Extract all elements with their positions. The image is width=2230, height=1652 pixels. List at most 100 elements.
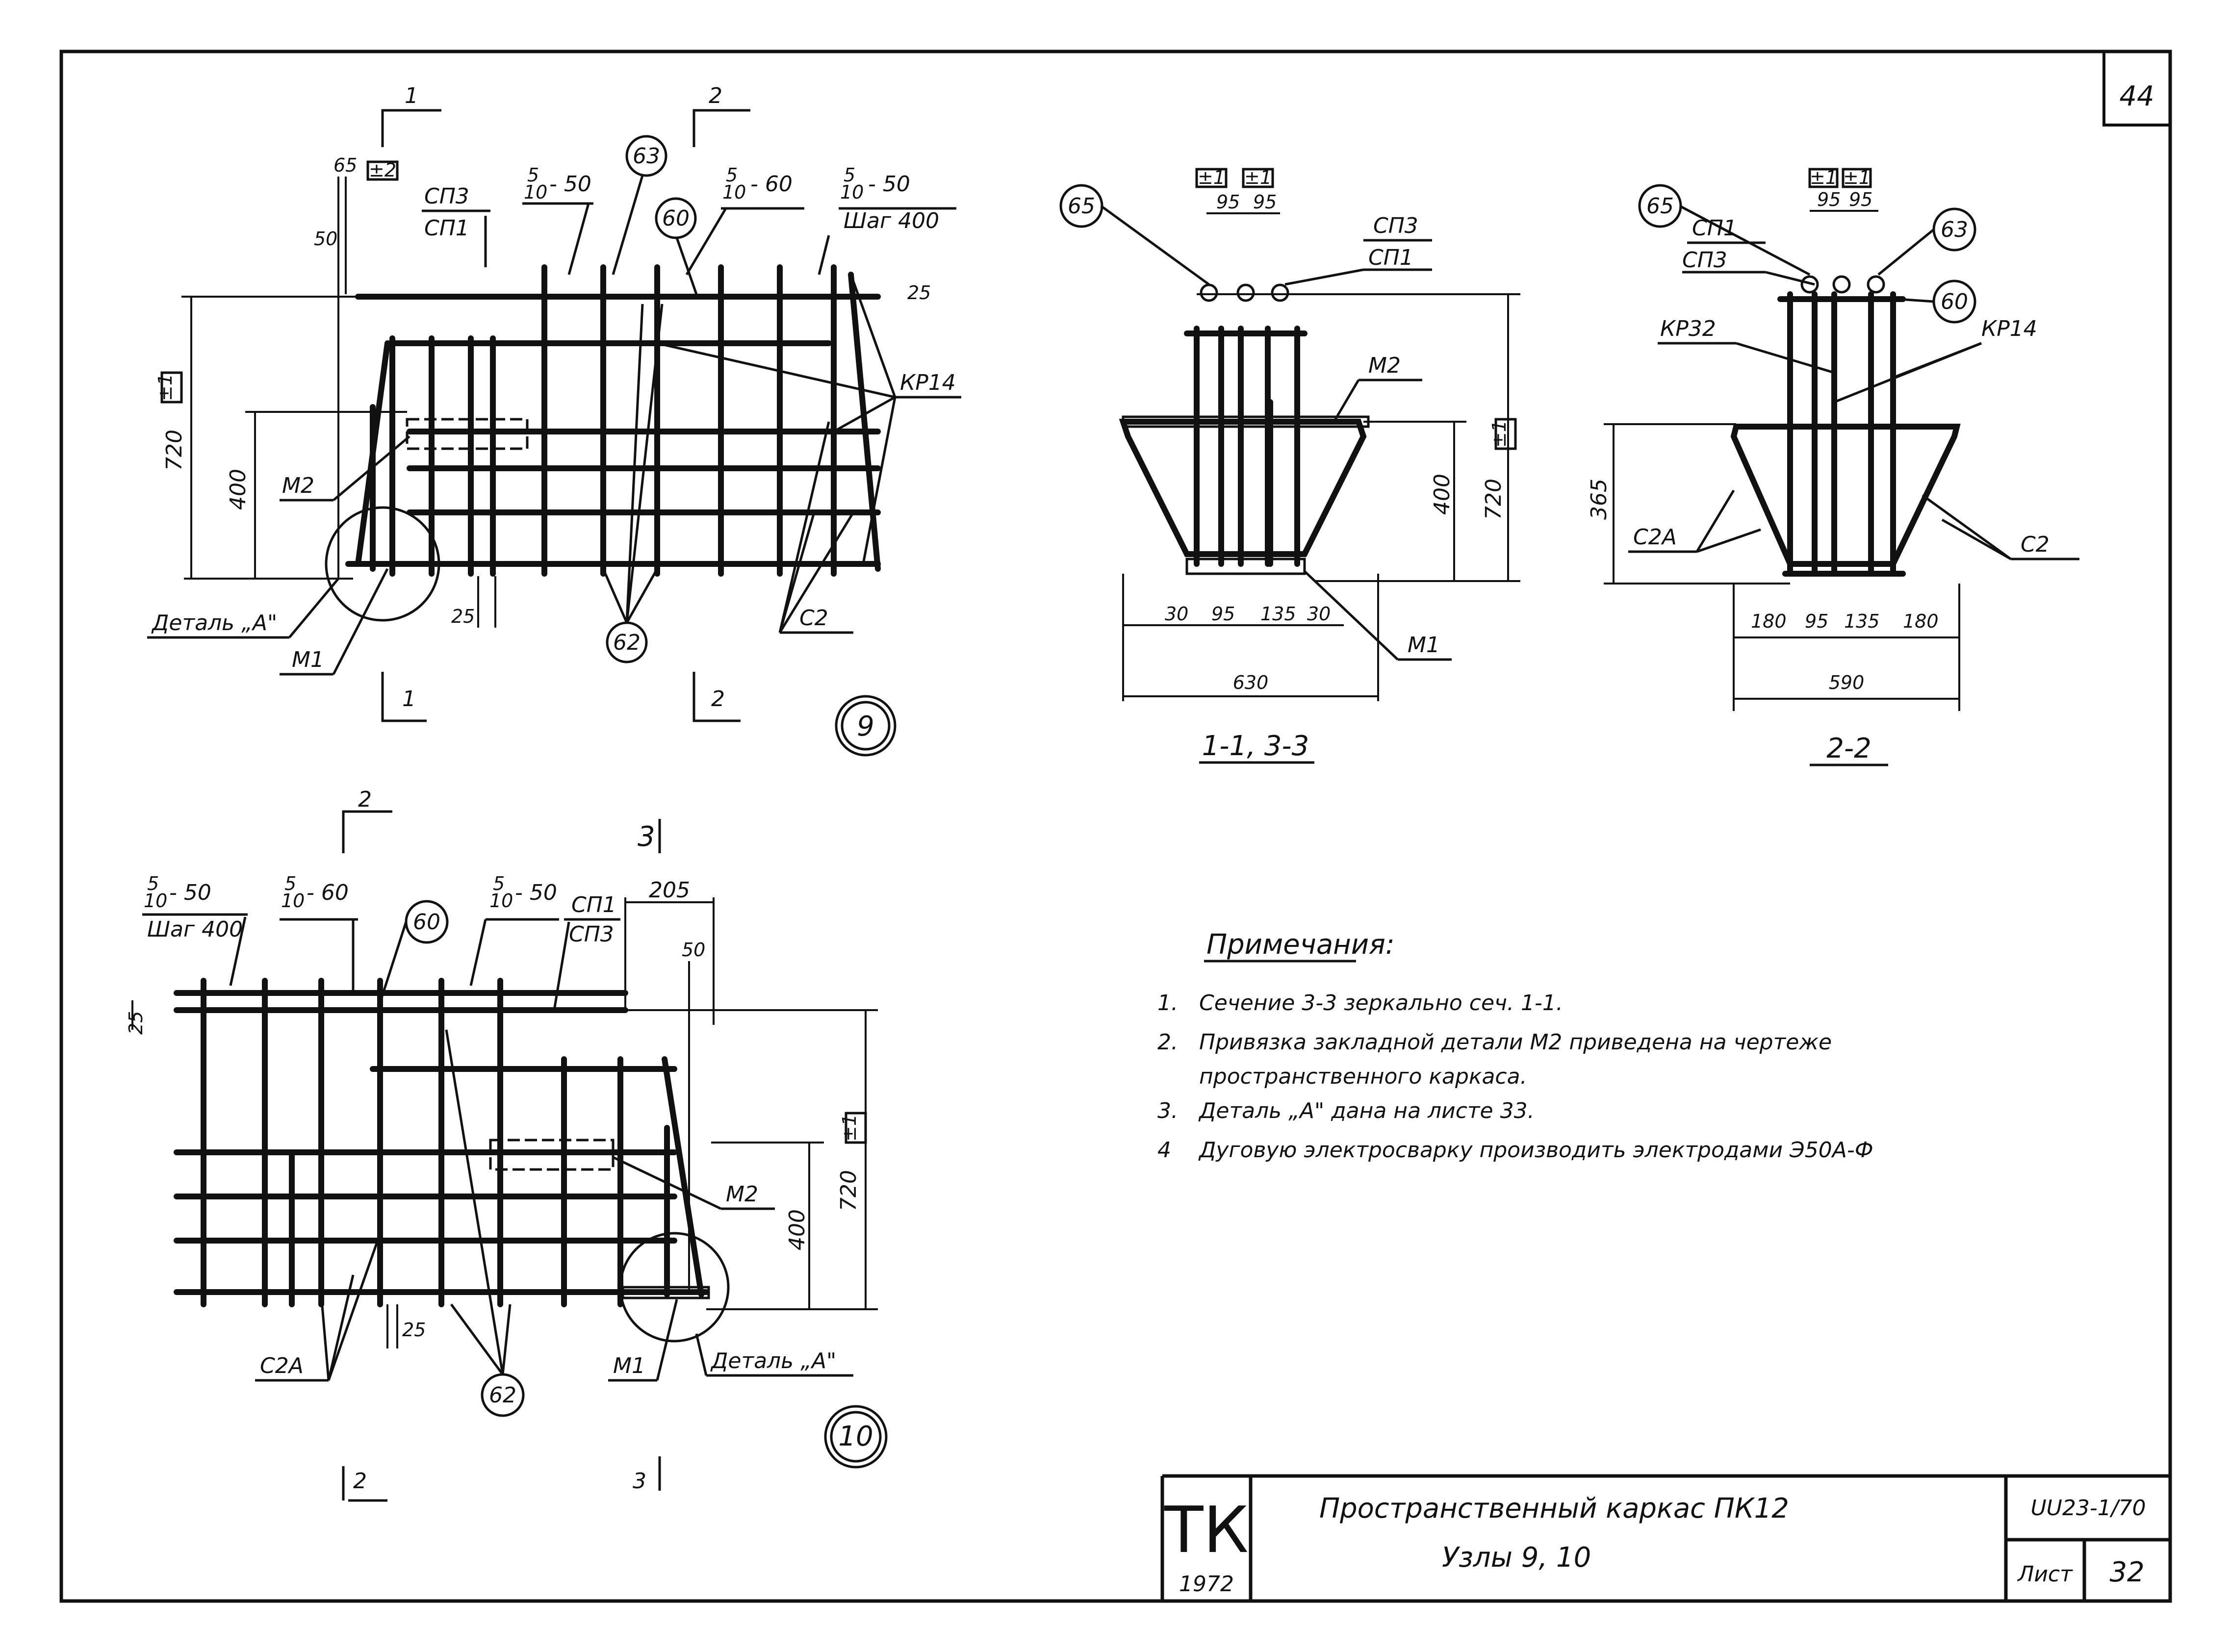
s11-dim-30b: 30 (1307, 603, 1331, 625)
note-2-num: 2. (1157, 1030, 1178, 1055)
note-1-num: 1. (1157, 991, 1178, 1016)
title-sheet-label: Лист (2017, 1562, 2073, 1587)
s11-label-sp3: СП3 (1373, 213, 1418, 238)
node9-spacing2-num: 5 (726, 164, 738, 186)
sheet-number: 44 (2119, 80, 2154, 112)
s22-label-sp1: СП1 (1692, 216, 1737, 241)
node9-label-sp3: СП3 (424, 184, 469, 209)
s22-label-kr32: КР32 (1660, 316, 1716, 341)
node10-label-sp3: СП3 (569, 922, 614, 947)
s22-label-kr14: КР14 (1981, 316, 2037, 341)
node9-section-mark-1-bottom (381, 672, 427, 722)
title-doc-code: UU23-1/70 (2030, 1496, 2146, 1521)
node9-section-mark-2-bottom (692, 672, 741, 722)
node10-section-2-bottom: 2 (353, 1469, 367, 1494)
note-3-num: 3. (1157, 1098, 1178, 1123)
node10-number: 10 (838, 1421, 873, 1452)
node9-section-2-bottom: 2 (711, 686, 725, 712)
s22-pos-63: 63 (1941, 217, 1968, 242)
node9-tol-box (160, 371, 183, 404)
node9-number: 9 (857, 711, 874, 742)
node10-section-2-top: 2 (358, 787, 372, 812)
node10-spacing1-val: - 50 (169, 880, 211, 905)
node9-dim-400: 400 (226, 469, 251, 510)
node9-spacing2-val: - 60 (750, 172, 793, 197)
s11-label-m1: М1 (1408, 633, 1440, 658)
node9-label-sp1: СП1 (424, 216, 469, 241)
s11-label-m2: М2 (1368, 353, 1401, 378)
s11-dim-630: 630 (1233, 672, 1269, 693)
node10-label-detail-a: Деталь „А" (710, 1348, 836, 1373)
node9-plate-m2 (406, 418, 529, 450)
node9-label-kr14: КР14 (900, 370, 956, 395)
node9-pos-60: 60 (662, 206, 690, 231)
node9-section-1-top: 1 (405, 83, 418, 108)
s22-dim-95: 95 (1805, 610, 1828, 632)
note-3-text: Деталь „А" дана на листе 33. (1198, 1098, 1535, 1123)
node9-drawing: 1 2 (147, 83, 961, 757)
node9-section-1-bottom: 1 (402, 686, 416, 712)
node9-pos-60-bubble (655, 197, 697, 239)
node9-vertical-bars (355, 264, 881, 577)
s11-tol-1: ±1 (1198, 167, 1225, 188)
s22-label-c2: С2 (2021, 532, 2050, 557)
node10-number-circle (824, 1405, 888, 1469)
note-2-text-cont: пространственного каркаса. (1199, 1064, 1527, 1089)
node9-tol-1: ±2 (369, 159, 396, 181)
node9-spacing1-num: 5 (527, 164, 539, 186)
s22-dim-95b: 95 (1849, 189, 1872, 210)
node9-dim-720: 720 (162, 430, 187, 471)
note-4-text: Дуговую электросварку производить электр… (1198, 1138, 1873, 1163)
s11-label-sp1: СП1 (1368, 245, 1413, 270)
s11-pos-65: 65 (1068, 194, 1095, 219)
node9-label-detail-a: Деталь „А" (151, 610, 277, 635)
note-2-text: Привязка закладной детали М2 приведена н… (1199, 1030, 1832, 1055)
s11-dim-95: 95 (1211, 603, 1235, 625)
s22-pos-65: 65 (1646, 194, 1674, 219)
node10-label-m1: М1 (613, 1353, 645, 1378)
node10-label-sp1: СП1 (571, 892, 616, 917)
node10-spacing3-val: - 50 (515, 880, 557, 905)
s22-stirrup (1730, 424, 1961, 567)
notes-block: Примечания: 1. Сечение 3-3 зеркально сеч… (1157, 929, 1873, 1163)
node10-pos-60: 60 (413, 910, 440, 935)
node9-spacing2-den: 10 (722, 181, 746, 203)
node9-section-2-top: 2 (709, 83, 722, 108)
s11-caption: 1-1, 3-3 (1202, 730, 1309, 762)
s22-label-c2a: С2А (1633, 525, 1677, 550)
note-1-text: Сечение 3-3 зеркально сеч. 1-1. (1199, 991, 1563, 1016)
node10-section-mark-2-top (342, 810, 392, 853)
s22-tol-2: ±1 (1843, 167, 1871, 188)
s11-dim-135: 135 (1260, 603, 1296, 625)
node10-vertical-bars (201, 978, 704, 1307)
s11-dim-95a: 95 (1216, 191, 1240, 213)
node9-dim-50: 50 (314, 228, 337, 250)
section-2-2: 65 ±1 ±1 95 95 63 60 СП1 СП3 КР32 К (1587, 167, 2079, 766)
title-logo: ТК (1164, 1493, 1249, 1567)
node9-dim-25-bottom: 25 (451, 606, 475, 627)
s11-dim-400: 400 (1430, 474, 1455, 515)
s11-dim-720: 720 (1481, 479, 1506, 520)
node10-label-m2: М2 (726, 1182, 758, 1207)
s22-caption: 2-2 (1826, 733, 1871, 764)
node9-dim-25-top: 25 (907, 282, 931, 304)
node9-spacing3-step: Шаг 400 (844, 208, 939, 233)
s11-tol-2: ±1 (1244, 167, 1272, 188)
node10-plate-m1 (621, 1286, 710, 1299)
sheet-number-box (2102, 50, 2172, 127)
node10-plate-m2 (489, 1139, 615, 1171)
title-line-2: Узлы 9, 10 (1442, 1542, 1591, 1574)
node10-detail-circle (619, 1232, 730, 1343)
node10-pos-62: 62 (489, 1383, 516, 1408)
s22-tol-1: ±1 (1810, 167, 1837, 188)
s22-dim-95a: 95 (1817, 189, 1841, 210)
node10-dim-50: 50 (682, 939, 705, 961)
node10-spacing1-step: Шаг 400 (147, 917, 243, 942)
node10-dim-205: 205 (649, 878, 690, 903)
node9-label-c2: С2 (799, 606, 828, 631)
s22-dim-365: 365 (1587, 479, 1612, 520)
node9-pos-62: 62 (613, 630, 641, 655)
node10-spacing2-den: 10 (281, 890, 305, 912)
sheet-frame (59, 50, 2172, 1603)
